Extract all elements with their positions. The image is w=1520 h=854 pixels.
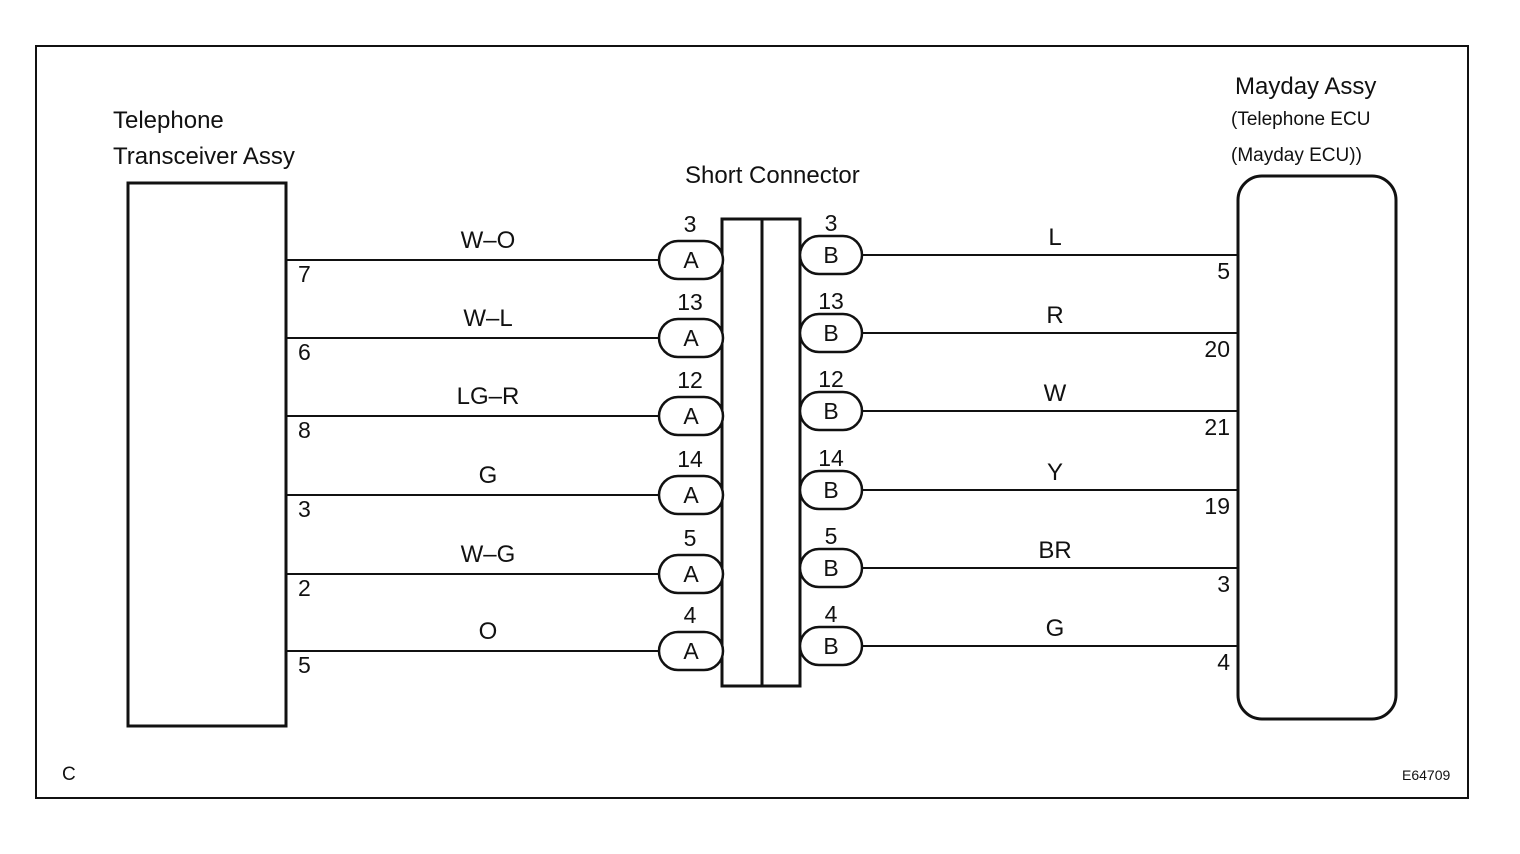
connector-a-pin-number: 4 — [684, 602, 697, 628]
connector-a-pill — [657, 474, 725, 516]
left-wire-color: G — [479, 462, 498, 489]
connector-b-letter: B — [823, 242, 838, 268]
corner-label: C — [62, 764, 76, 785]
connector-a-letter: A — [683, 561, 699, 587]
connector-a-pill — [657, 239, 725, 281]
right-wire-color: L — [1048, 224, 1061, 251]
right-wire-color: G — [1046, 615, 1065, 642]
left-wire-color: W–G — [461, 541, 516, 568]
connector-b-letter: B — [823, 477, 838, 503]
connector-b-pill — [798, 234, 864, 276]
connector-a-pill — [657, 317, 725, 359]
right-component-title-line1: Mayday Assy — [1235, 73, 1376, 100]
connector-a-letter: A — [683, 638, 699, 664]
short-connector-title: Short Connector — [685, 162, 860, 189]
left-component-title-line1: Telephone — [113, 107, 224, 134]
mayday-assy-box — [1236, 174, 1398, 721]
left-wire-color: W–O — [461, 227, 516, 254]
right-terminal-pin: 3 — [1217, 571, 1230, 597]
connector-b-pin-number: 4 — [825, 601, 838, 627]
connector-b-letter: B — [823, 633, 838, 659]
left-terminal-pin: 5 — [298, 652, 311, 678]
connector-b-pin-number: 13 — [818, 288, 844, 314]
right-terminal-pin: 20 — [1204, 336, 1230, 362]
left-component-title-line2: Transceiver Assy — [113, 143, 295, 170]
connector-a-letter: A — [683, 482, 699, 508]
left-terminal-pin: 2 — [298, 575, 311, 601]
left-wire-color: O — [479, 618, 498, 645]
connector-a-letter: A — [683, 403, 699, 429]
right-terminal-pin: 21 — [1204, 414, 1230, 440]
circuit-row: A B 3 3W–O L 7 5 — [286, 210, 1238, 287]
right-terminal-pin: 4 — [1217, 649, 1230, 675]
connector-b-pill — [798, 469, 864, 511]
left-wire-color: W–L — [463, 305, 512, 332]
right-component-title-line2: (Telephone ECU — [1231, 109, 1370, 130]
connector-a-pin-number: 5 — [684, 525, 697, 551]
connector-a-pill — [657, 553, 725, 595]
left-terminal-pin: 3 — [298, 496, 311, 522]
connector-a-pin-number: 13 — [677, 289, 703, 315]
diagram-frame — [35, 45, 1469, 799]
right-wire-color: W — [1044, 380, 1067, 407]
right-terminal-pin: 5 — [1217, 258, 1230, 284]
connector-a-pin-number: 3 — [684, 211, 697, 237]
connector-b-letter: B — [823, 320, 838, 346]
right-terminal-pin: 19 — [1204, 493, 1230, 519]
connector-b-pin-number: 14 — [818, 445, 844, 471]
circuit-row: A B 13 13W–L R 6 20 — [286, 288, 1238, 365]
right-component-title-line3: (Mayday ECU)) — [1231, 145, 1362, 166]
figure-code: E64709 — [1402, 767, 1450, 783]
telephone-transceiver-box — [126, 181, 288, 728]
connector-b-pin-number: 3 — [825, 210, 838, 236]
connector-a-pin-number: 14 — [677, 446, 703, 472]
left-wire-color: LG–R — [457, 383, 520, 410]
right-wire-color: R — [1046, 302, 1063, 329]
connector-b-pill — [798, 390, 864, 432]
connector-a-pill — [657, 630, 725, 672]
connector-a-letter: A — [683, 325, 699, 351]
connector-a-letter: A — [683, 247, 699, 273]
connector-a-pill — [657, 395, 725, 437]
connector-a-pin-number: 12 — [677, 367, 703, 393]
circuit-row: A B 14 14G Y 3 19 — [286, 445, 1238, 522]
short-connector-right-bar — [760, 217, 802, 688]
left-terminal-pin: 6 — [298, 339, 311, 365]
connector-b-pill — [798, 547, 864, 589]
left-terminal-pin: 7 — [298, 261, 311, 287]
connector-b-pin-number: 12 — [818, 366, 844, 392]
short-connector-left-bar — [720, 217, 764, 688]
connector-b-letter: B — [823, 398, 838, 424]
connector-b-pin-number: 5 — [825, 523, 838, 549]
circuit-row: A B 5 5W–G BR 2 3 — [286, 523, 1238, 601]
connector-b-letter: B — [823, 555, 838, 581]
left-terminal-pin: 8 — [298, 417, 311, 443]
connector-b-pill — [798, 312, 864, 354]
right-wire-color: BR — [1038, 537, 1071, 564]
right-wire-color: Y — [1047, 459, 1063, 486]
connector-b-pill — [798, 625, 864, 667]
